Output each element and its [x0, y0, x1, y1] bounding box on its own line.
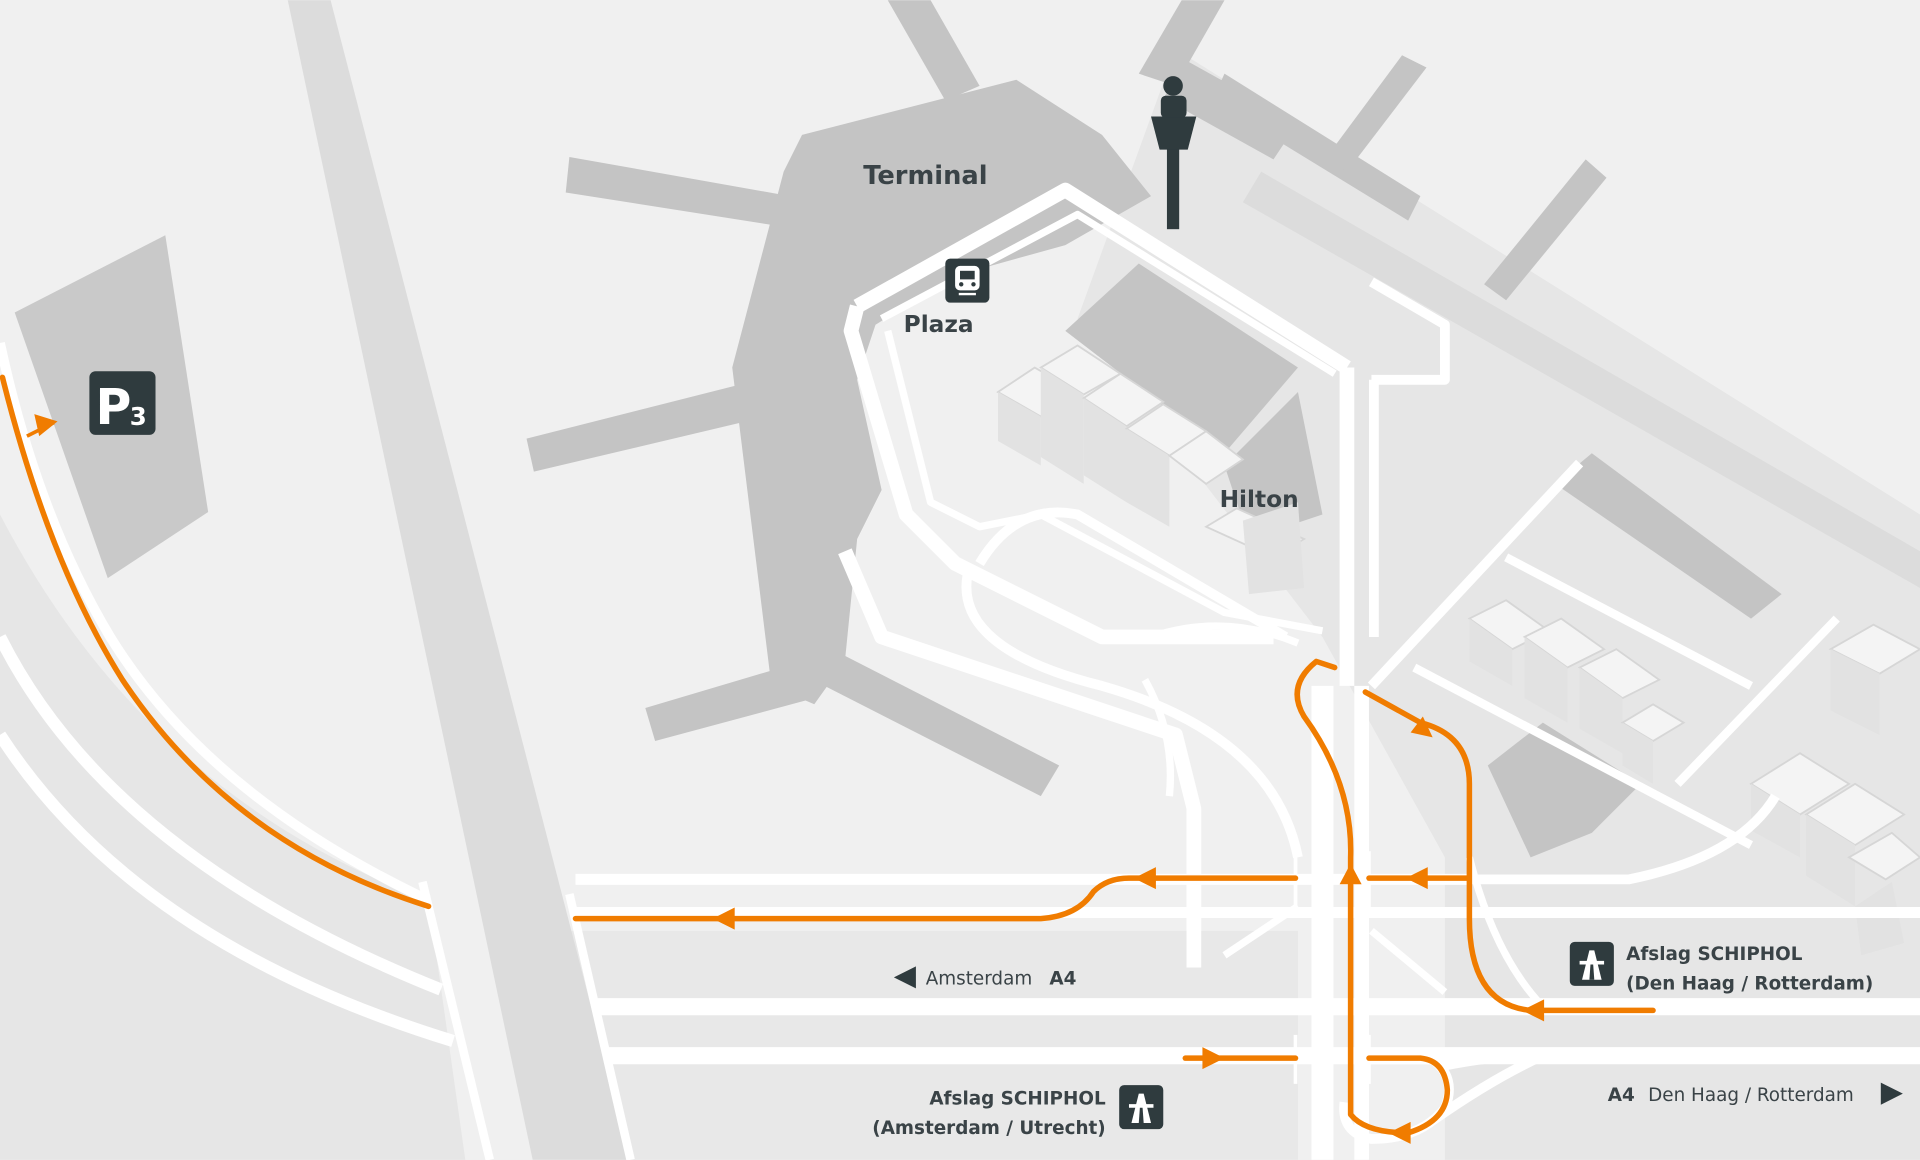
arrow-east-exit	[1202, 1047, 1225, 1070]
arrow-north	[1339, 863, 1362, 885]
motorway-exit-icon-west	[1119, 1085, 1164, 1130]
label-eastbound-road: A4	[1608, 1085, 1635, 1106]
label-plaza: Plaza	[904, 311, 974, 338]
label-hilton: Hilton	[1220, 486, 1299, 513]
motorway-exit-icon	[1569, 941, 1614, 986]
arrow-southeast	[1410, 716, 1433, 738]
label-exit-east-line1: Afslag SCHIPHOL	[1626, 944, 1803, 965]
arrow-loop	[1388, 1121, 1411, 1144]
arrow-west-upper	[1133, 867, 1156, 890]
block-buildings	[996, 344, 1920, 956]
route-arrows	[26, 414, 1545, 1144]
control-tower-icon	[1151, 76, 1197, 230]
arrow-west-main	[712, 907, 735, 930]
label-westbound: Amsterdam	[926, 969, 1033, 990]
label-exit-west-line2: (Amsterdam / Utrecht)	[872, 1118, 1105, 1139]
label-eastbound: Den Haag / Rotterdam	[1648, 1085, 1854, 1106]
train-station-icon	[945, 258, 990, 303]
parking-letter: P	[96, 379, 132, 436]
label-westbound-road: A4	[1049, 969, 1076, 990]
label-exit-east-line2: (Den Haag / Rotterdam)	[1626, 974, 1873, 995]
parking-icon: P 3	[89, 371, 156, 436]
arrow-exit-east	[1522, 999, 1545, 1022]
driving-routes	[0, 374, 1656, 1136]
arrow-west-right	[1405, 867, 1428, 890]
east-direction-icon	[1880, 1082, 1903, 1105]
terminal-building	[526, 0, 1920, 797]
west-direction-icon	[893, 966, 916, 989]
label-exit-west-line1: Afslag SCHIPHOL	[929, 1089, 1106, 1110]
runway-strip	[287, 0, 631, 1160]
label-terminal: Terminal	[863, 161, 987, 191]
parking-number: 3	[130, 402, 147, 431]
